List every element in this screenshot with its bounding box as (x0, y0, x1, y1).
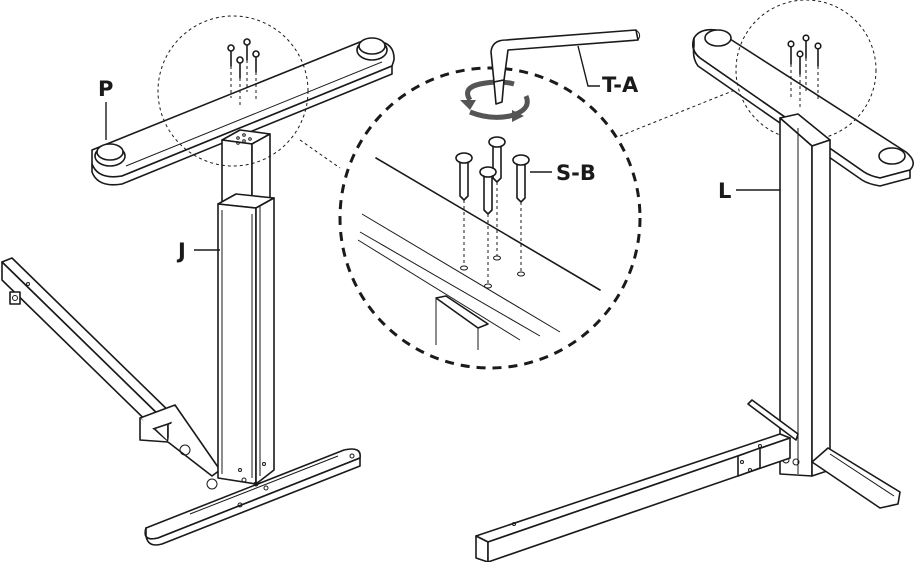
detail-callout (338, 29, 642, 370)
small-screws-right (787, 34, 822, 108)
label-l: L (718, 179, 780, 203)
right-leg-assembly (475, 0, 914, 562)
top-bracket-right (692, 28, 914, 187)
right-side-rail (475, 433, 791, 562)
small-screws-left (227, 38, 260, 108)
rotate-arrow-icon (460, 79, 530, 122)
left-foot (144, 448, 361, 546)
label-j: J (176, 239, 220, 263)
allen-key-t-a (490, 29, 641, 105)
label-t-a: T-A (577, 45, 639, 97)
left-leg-assembly (1, 15, 395, 546)
top-bracket-p (91, 37, 395, 186)
label-p: P (98, 77, 113, 140)
screw-set-s-b (455, 136, 530, 289)
label-j-text: J (176, 239, 186, 263)
label-p-text: P (98, 77, 113, 101)
label-s-b: S-B (530, 161, 596, 185)
leg-column-l (779, 113, 831, 477)
leg-column-j (217, 129, 275, 485)
label-l-text: L (718, 179, 731, 203)
label-t-a-text: T-A (602, 73, 639, 97)
right-foot (747, 399, 901, 509)
label-s-b-text: S-B (556, 161, 596, 185)
left-side-rail (1, 257, 221, 490)
